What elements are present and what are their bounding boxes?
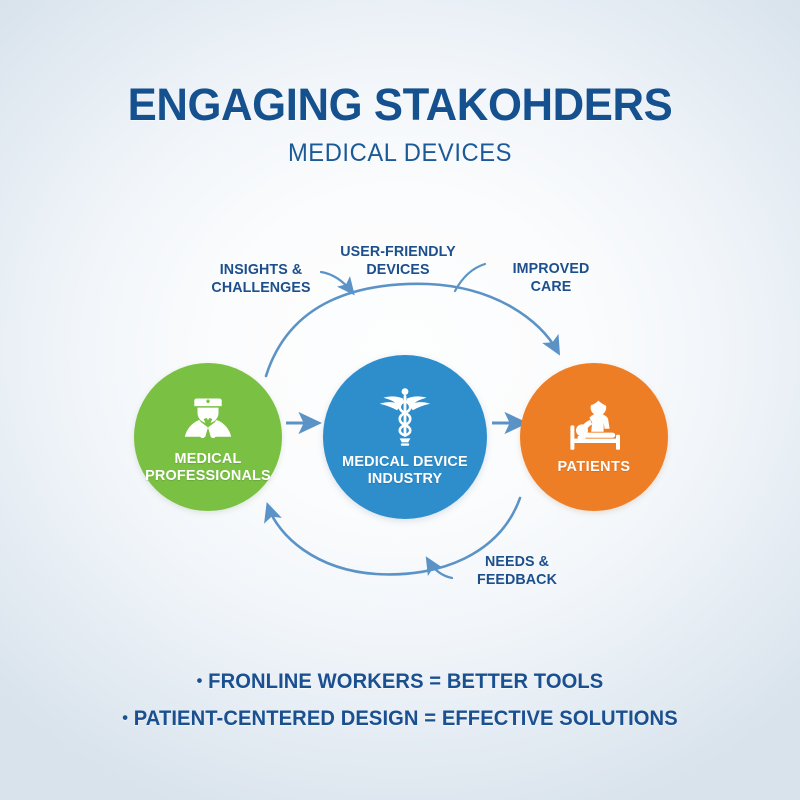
flow-label-improved-care: IMPROVED CARE (512, 260, 590, 295)
bullet-marker-icon: • (196, 671, 203, 690)
doctor-icon (176, 390, 240, 446)
list-item: • FRONLINE WORKERS = BETTER TOOLS (16, 668, 784, 696)
list-item-label: PATIENT-CENTERED DESIGN = EFFECTIVE SOLU… (133, 707, 678, 731)
key-takeaways-list: • FRONLINE WORKERS = BETTER TOOLS • PATI… (0, 668, 800, 733)
page-subtitle: MEDICAL DEVICES (287, 139, 513, 167)
page-title: ENGAGING STAKOHDERS (127, 79, 673, 130)
node-label-medical-professionals: MEDICAL PROFESSIONALS (145, 449, 271, 484)
patient-in-bed-icon (559, 398, 629, 452)
list-item-label: FRONLINE WORKERS = BETTER TOOLS (208, 670, 604, 693)
node-medical-device-industry[interactable]: MEDICAL DEVICE INDUSTRY (323, 355, 487, 519)
header: ENGAGING STAKOHDERS MEDICAL DEVICES (0, 82, 800, 168)
flow-label-needs-feedback: NEEDS & FEEDBACK (477, 553, 557, 588)
node-medical-professionals[interactable]: MEDICAL PROFESSIONALS (134, 363, 282, 511)
node-patients[interactable]: PATIENTS (520, 363, 668, 511)
bullet-marker-icon: • (122, 708, 129, 728)
node-label-medical-device-industry: MEDICAL DEVICE INDUSTRY (342, 453, 468, 487)
node-label-patients: PATIENTS (557, 458, 631, 476)
list-item: • PATIENT-CENTERED DESIGN = EFFECTIVE SO… (16, 705, 784, 733)
caduceus-icon (377, 386, 433, 448)
flow-label-insights: INSIGHTS & CHALLENGES (211, 261, 311, 296)
pointer-needs-feedback (425, 556, 454, 580)
flow-label-user-friendly-devices: USER-FRIENDLY DEVICES (340, 243, 456, 278)
